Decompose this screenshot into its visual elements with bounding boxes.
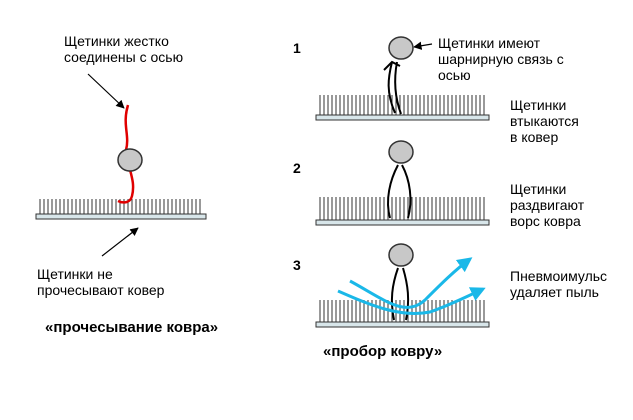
no-comb-label-line1: Щетинки не xyxy=(37,266,113,282)
air-flow-arrow-2 xyxy=(337,287,486,315)
no-comb-label-line2: прочесывают ковер xyxy=(37,282,165,298)
step1-number: 1 xyxy=(293,40,301,56)
pointer-arrow-bottom xyxy=(101,227,139,257)
step2-description-line3: ворс ковра xyxy=(510,213,581,229)
rigid-bristles-label-line2: соединены с осью xyxy=(64,49,184,65)
step1-description-line3: в ковер xyxy=(510,129,559,145)
step1-roller xyxy=(388,36,414,60)
step2-number: 2 xyxy=(293,160,301,176)
step3-carpet-base xyxy=(315,321,490,328)
step3-number: 3 xyxy=(293,257,301,273)
rigid-bristle xyxy=(117,104,135,204)
step1-carpet-base xyxy=(315,114,490,121)
left-caption: «прочесывание ковра» xyxy=(45,319,219,336)
step1-bristle xyxy=(383,60,402,115)
rigid-bristles-label-line1: Щетинки жестко xyxy=(64,33,169,49)
step3-description-line2: удаляет пыль xyxy=(510,284,599,300)
step2-description-line2: раздвигают xyxy=(510,197,585,213)
left-roller xyxy=(117,148,143,172)
pointer-arrow-top xyxy=(87,73,125,109)
hinged-bristles-note: Щетинки имеют шарнирную связь с осью xyxy=(438,35,564,83)
step2-description-line1: Щетинки xyxy=(510,181,567,197)
step1-pointer-arrow xyxy=(413,41,433,50)
hinged-note-line1: Щетинки имеют xyxy=(438,35,541,51)
step2-carpet-base xyxy=(315,219,490,226)
hinged-note-line2: шарнирную связь с xyxy=(438,51,564,67)
step3-roller xyxy=(388,243,414,267)
step3-description-line1: Пневмоимульс xyxy=(510,268,608,284)
step1-description: Щетинки втыкаются в ковер xyxy=(510,97,579,145)
step2-roller xyxy=(388,140,414,164)
left-carpet-base xyxy=(35,213,207,220)
step2-carpet xyxy=(315,197,490,226)
step3-carpet xyxy=(315,300,490,328)
no-comb-label: Щетинки не прочесывают ковер xyxy=(37,266,164,298)
step3-description: Пневмоимульс удаляет пыль xyxy=(510,268,607,300)
rigid-bristles-label: Щетинки жестко соединены с осью xyxy=(64,33,183,65)
air-flow-arrow-1 xyxy=(349,257,473,309)
step2-bristle xyxy=(387,164,412,219)
step1-carpet xyxy=(315,95,490,121)
step3-bristle xyxy=(390,267,410,321)
hinged-note-line3: осью xyxy=(438,67,471,83)
step2-description: Щетинки раздвигают ворс ковра xyxy=(510,181,584,229)
step1-description-line2: втыкаются xyxy=(510,113,579,129)
step1-description-line1: Щетинки xyxy=(510,97,567,113)
right-caption: «пробор ковру» xyxy=(323,343,443,360)
